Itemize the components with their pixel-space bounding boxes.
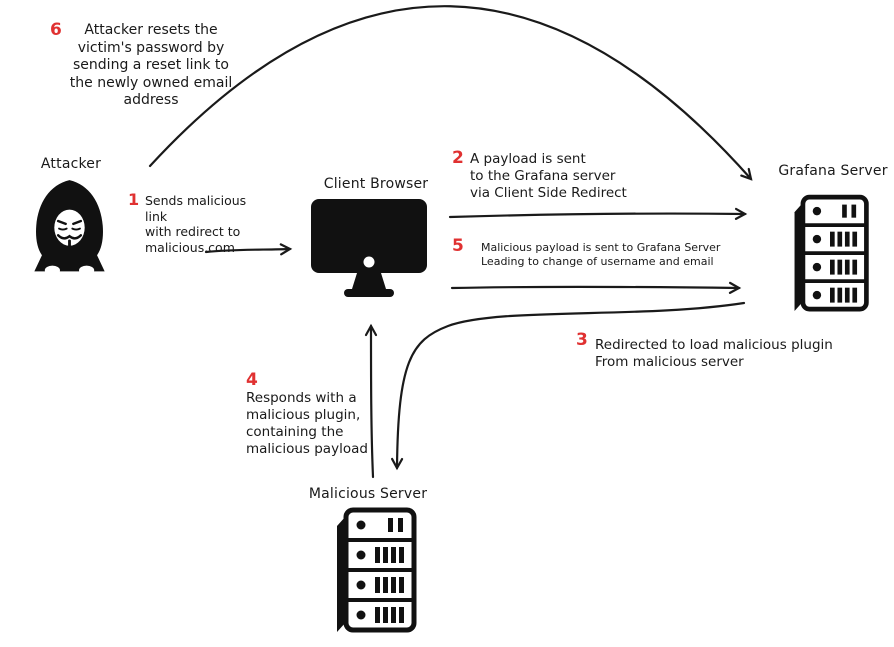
step-6-text: Attacker resets the victim's password by… xyxy=(69,22,233,108)
step-2-number: 2 xyxy=(452,148,464,168)
step-1-number: 1 xyxy=(128,190,140,209)
step-3-text: Redirected to load malicious plugin From… xyxy=(595,337,833,370)
client-browser-monitor-icon xyxy=(311,199,427,297)
step-6-number: 6 xyxy=(50,20,62,40)
malicious-server-label: Malicious Server xyxy=(308,486,428,502)
client-browser-label: Client Browser xyxy=(323,176,429,192)
arrow-grafana-to-malicious-redirect xyxy=(390,301,746,471)
attacker-label: Attacker xyxy=(40,156,102,172)
step-4-number: 4 xyxy=(246,370,258,390)
step-4-text: Responds with a malicious plugin, contai… xyxy=(246,390,368,457)
step-5-text: Malicious payload is sent to Grafana Ser… xyxy=(481,241,721,268)
grafana-server-label: Grafana Server xyxy=(778,163,888,179)
malicious-server-icon xyxy=(337,507,417,633)
arrow-attacker-to-grafana-reset xyxy=(148,5,753,181)
arrow-browser-to-grafana-payload xyxy=(448,207,748,220)
step-3-number: 3 xyxy=(576,330,588,350)
step-1-text: Sends malicious link with redirect to ma… xyxy=(145,193,247,255)
attacker-hacker-icon xyxy=(34,180,105,276)
arrow-browser-to-grafana-malicious-payload xyxy=(450,281,742,294)
step-5-number: 5 xyxy=(452,236,464,256)
step-2-text: A payload is sent to the Grafana server … xyxy=(470,151,627,201)
grafana-server-icon xyxy=(794,194,869,312)
